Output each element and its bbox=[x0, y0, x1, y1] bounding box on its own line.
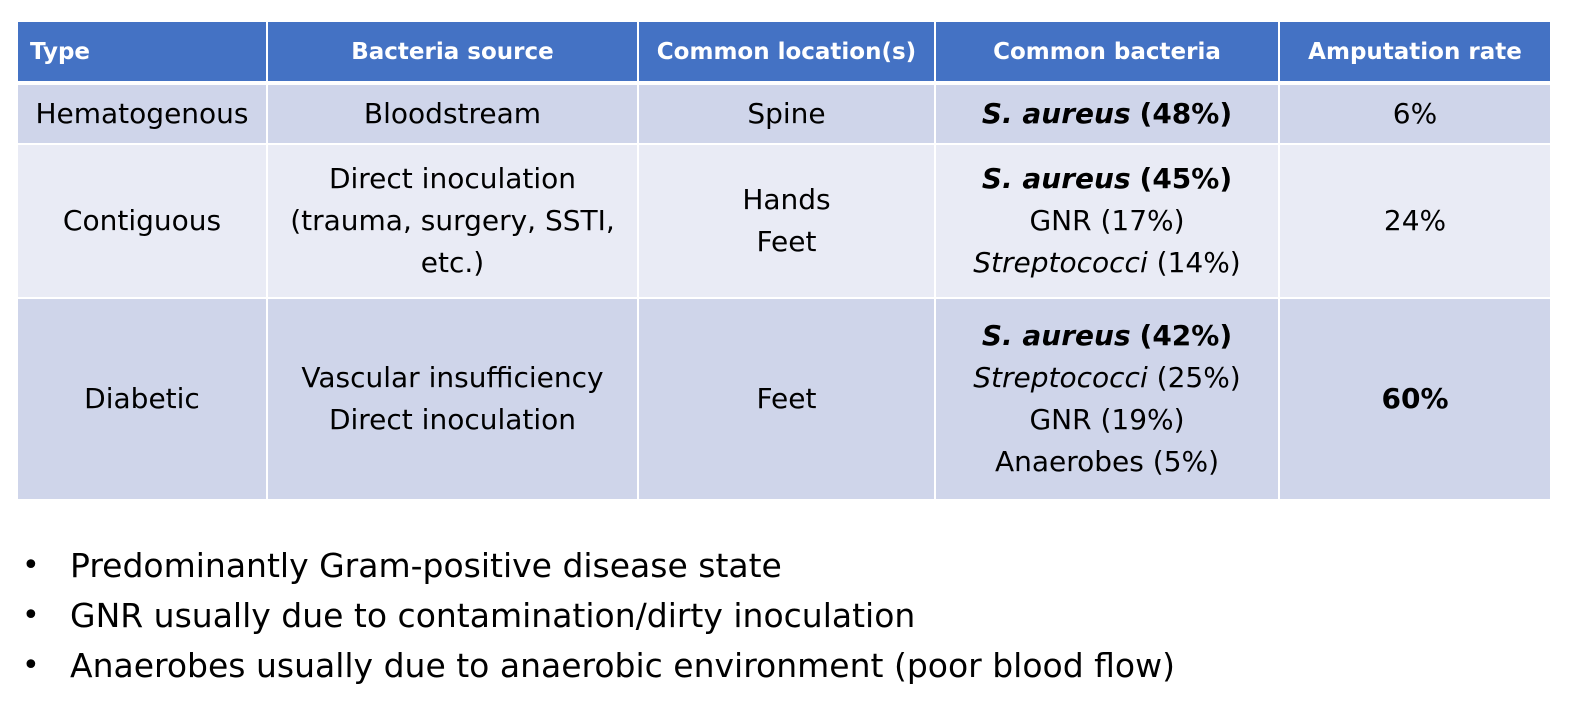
cell-bacteria-source: Vascular insufficiency Direct inoculatio… bbox=[268, 299, 639, 499]
bacteria-name: S. aureus bbox=[981, 162, 1131, 195]
bacteria-name: Streptococci bbox=[973, 246, 1148, 279]
location-line: Feet bbox=[756, 382, 817, 415]
location-line: Feet bbox=[756, 225, 817, 258]
bacteria-entry: Streptococci (25%) bbox=[942, 357, 1272, 399]
cell-bacteria-source: Bloodstream bbox=[268, 85, 639, 145]
cell-type: Contiguous bbox=[18, 145, 268, 299]
source-line: (trauma, surgery, SSTI, bbox=[290, 204, 615, 237]
bacteria-percent: (42%) bbox=[1139, 319, 1233, 352]
bacteria-name: S. aureus bbox=[981, 97, 1131, 130]
header-amputation-rate: Amputation rate bbox=[1280, 22, 1550, 85]
bacteria-entry: GNR (19%) bbox=[942, 399, 1272, 441]
cell-locations: Hands Feet bbox=[639, 145, 936, 299]
bullet-text: Predominantly Gram-positive disease stat… bbox=[70, 545, 782, 585]
bullet-item: • GNR usually due to contamination/dirty… bbox=[22, 590, 1175, 640]
source-line: Bloodstream bbox=[363, 97, 542, 130]
source-line: Vascular insufficiency bbox=[301, 361, 604, 394]
bacteria-percent: (5%) bbox=[1152, 445, 1220, 478]
bullet-text: GNR usually due to contamination/dirty i… bbox=[70, 595, 916, 635]
cell-locations: Spine bbox=[639, 85, 936, 145]
table-row-contiguous: Contiguous Direct inoculation (trauma, s… bbox=[18, 145, 1550, 299]
bullet-dot-icon: • bbox=[22, 547, 40, 583]
bullet-item: • Predominantly Gram-positive disease st… bbox=[22, 540, 1175, 590]
source-line: Direct inoculation bbox=[328, 403, 577, 436]
bacteria-name: GNR bbox=[1029, 204, 1092, 237]
bacteria-percent: (17%) bbox=[1100, 204, 1185, 237]
bacteria-percent: (14%) bbox=[1156, 246, 1241, 279]
bacteria-name: S. aureus bbox=[981, 319, 1131, 352]
cell-type: Diabetic bbox=[18, 299, 268, 499]
location-line: Hands bbox=[742, 183, 831, 216]
bacteria-name: GNR bbox=[1029, 403, 1092, 436]
bacteria-percent: (25%) bbox=[1156, 361, 1241, 394]
cell-amputation-rate: 24% bbox=[1280, 145, 1550, 299]
bullet-dot-icon: • bbox=[22, 597, 40, 633]
bacteria-entry: GNR (17%) bbox=[942, 200, 1272, 242]
source-line: etc.) bbox=[420, 246, 485, 279]
bacteria-percent: (45%) bbox=[1139, 162, 1233, 195]
header-type: Type bbox=[18, 22, 268, 85]
bacteria-entry: S. aureus (42%) bbox=[942, 315, 1272, 357]
osteomyelitis-table: Type Bacteria source Common location(s) … bbox=[18, 22, 1550, 499]
bacteria-percent: (48%) bbox=[1139, 97, 1233, 130]
bacteria-entry: Anaerobes (5%) bbox=[942, 441, 1272, 483]
bullet-text: Anaerobes usually due to anaerobic envir… bbox=[70, 645, 1175, 685]
table-row-hematogenous: Hematogenous Bloodstream Spine S. aureus… bbox=[18, 85, 1550, 145]
header-common-locations: Common location(s) bbox=[639, 22, 936, 85]
bullet-list: • Predominantly Gram-positive disease st… bbox=[22, 540, 1175, 690]
bacteria-entry: Streptococci (14%) bbox=[942, 242, 1272, 284]
header-bacteria-source: Bacteria source bbox=[268, 22, 639, 85]
cell-type: Hematogenous bbox=[18, 85, 268, 145]
bullet-dot-icon: • bbox=[22, 647, 40, 683]
table-header-row: Type Bacteria source Common location(s) … bbox=[18, 22, 1550, 85]
cell-common-bacteria: S. aureus (42%) Streptococci (25%) GNR (… bbox=[936, 299, 1280, 499]
cell-locations: Feet bbox=[639, 299, 936, 499]
cell-bacteria-source: Direct inoculation (trauma, surgery, SST… bbox=[268, 145, 639, 299]
source-line: Direct inoculation bbox=[328, 162, 577, 195]
table-row-diabetic: Diabetic Vascular insufficiency Direct i… bbox=[18, 299, 1550, 499]
cell-amputation-rate: 6% bbox=[1280, 85, 1550, 145]
cell-common-bacteria: S. aureus (48%) bbox=[936, 85, 1280, 145]
bacteria-entry: S. aureus (45%) bbox=[942, 158, 1272, 200]
location-line: Spine bbox=[747, 97, 826, 130]
cell-amputation-rate: 60% bbox=[1280, 299, 1550, 499]
header-common-bacteria: Common bacteria bbox=[936, 22, 1280, 85]
bullet-item: • Anaerobes usually due to anaerobic env… bbox=[22, 640, 1175, 690]
bacteria-name: Anaerobes bbox=[994, 445, 1144, 478]
bacteria-name: Streptococci bbox=[973, 361, 1148, 394]
bacteria-percent: (19%) bbox=[1100, 403, 1185, 436]
cell-common-bacteria: S. aureus (45%) GNR (17%) Streptococci (… bbox=[936, 145, 1280, 299]
bacteria-entry: S. aureus (48%) bbox=[942, 93, 1272, 135]
